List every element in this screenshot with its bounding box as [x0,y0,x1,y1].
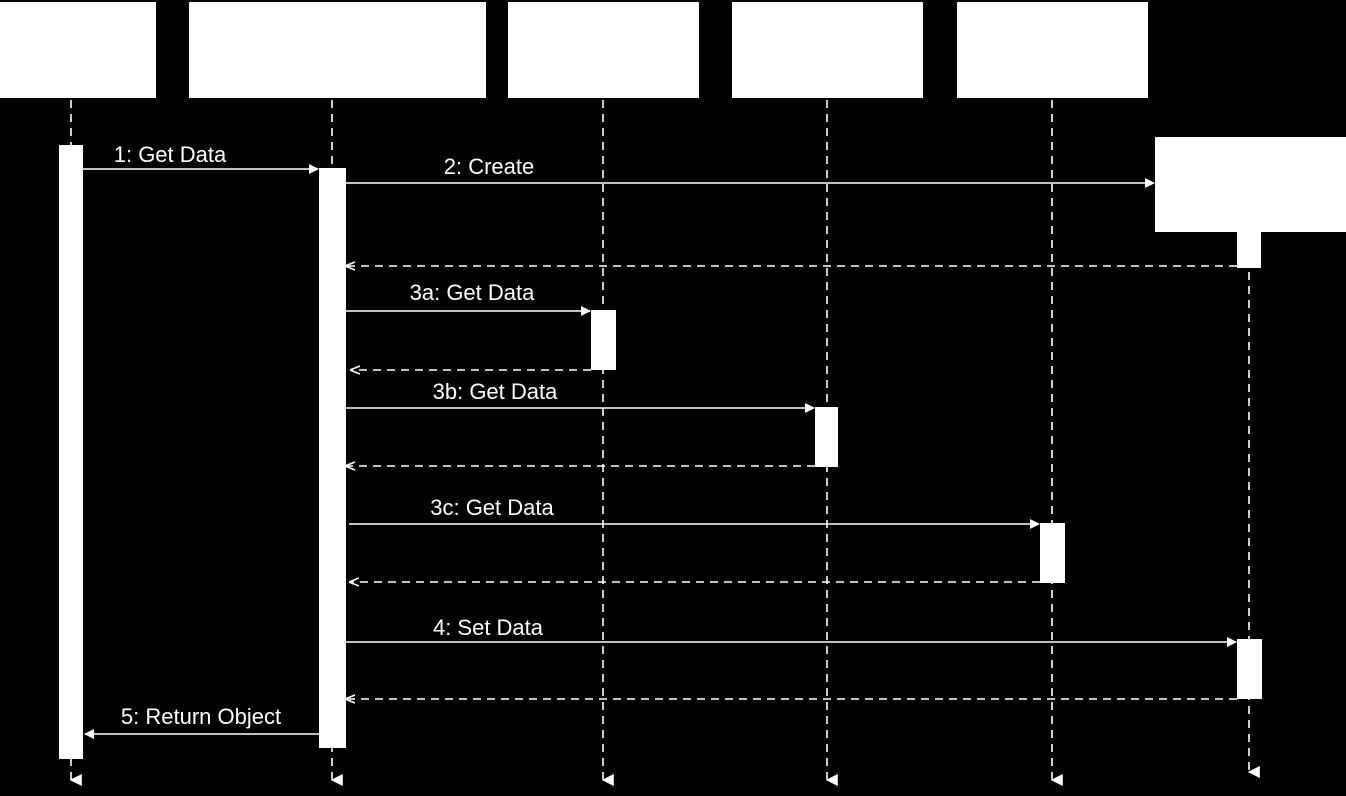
lifelines [69,100,1260,786]
message-label-3b: 3b: Get Data [433,379,559,404]
activation-p5 [1040,523,1065,583]
participant-box [957,2,1148,98]
activation-p4 [815,407,838,467]
participant-box [189,2,486,98]
activation-p3 [591,310,616,370]
participant-p1 [0,2,156,98]
activation-p2 [319,168,346,748]
participant-box [0,2,156,98]
participant-box [508,2,699,98]
participant-p2 [189,2,486,98]
message-label-3a: 3a: Get Data [410,280,536,305]
participant-p4 [732,2,923,98]
messages [83,164,1237,739]
activation-p1 [59,145,83,759]
message-label-1: 1: Get Data [114,142,227,167]
message-label-3c: 3c: Get Data [430,495,554,520]
participant-box [1155,137,1346,232]
message-label-5: 5: Return Object [121,704,281,729]
participant-box [732,2,923,98]
message-label-2: 2: Create [444,154,535,179]
activations [59,145,1262,759]
participant-p6-created [1155,137,1346,232]
participant-p3 [508,2,699,98]
activation-p6-setdata [1237,639,1262,699]
activation-p6-create [1237,231,1261,268]
message-label-4: 4: Set Data [433,615,544,640]
participant-p5 [957,2,1148,98]
